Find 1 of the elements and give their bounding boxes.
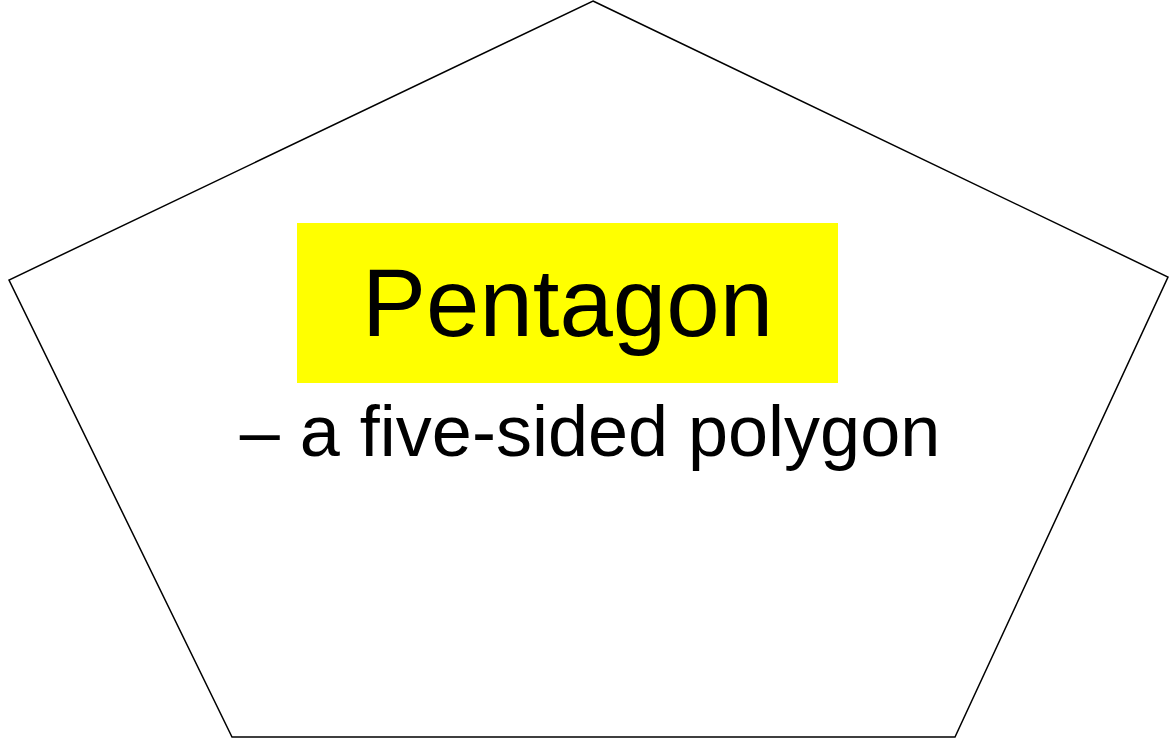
title-text: Pentagon bbox=[297, 223, 838, 383]
